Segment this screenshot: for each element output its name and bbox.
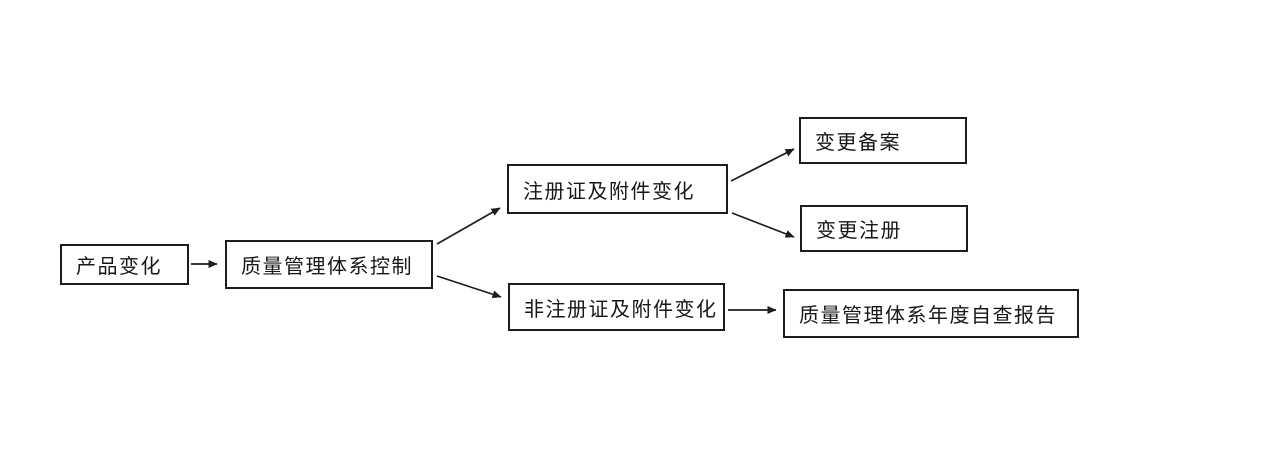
node-non-cert-change: 非注册证及附件变化 bbox=[508, 283, 725, 331]
node-annual-report-label: 质量管理体系年度自查报告 bbox=[799, 305, 1057, 327]
node-non-cert-change-label: 非注册证及附件变化 bbox=[524, 298, 718, 321]
node-change-filing-label: 变更备案 bbox=[815, 132, 901, 154]
node-product-change-label: 产品变化 bbox=[76, 256, 162, 278]
node-cert-change-label: 注册证及附件变化 bbox=[523, 180, 695, 203]
arrow-cert-change-to-change-filing bbox=[730, 148, 795, 182]
arrow-qms-control-to-non-cert-change bbox=[436, 275, 502, 299]
arrow-cert-change-to-change-registration bbox=[731, 212, 795, 238]
arrow-qms-control-to-cert-change bbox=[436, 207, 501, 245]
node-change-filing: 变更备案 bbox=[799, 117, 967, 164]
node-qms-control-label: 质量管理体系控制 bbox=[241, 256, 413, 278]
node-change-registration-label: 变更注册 bbox=[816, 220, 902, 242]
node-cert-change: 注册证及附件变化 bbox=[507, 164, 728, 214]
node-annual-report: 质量管理体系年度自查报告 bbox=[783, 289, 1079, 338]
node-qms-control: 质量管理体系控制 bbox=[225, 240, 433, 289]
node-product-change: 产品变化 bbox=[60, 244, 189, 285]
node-change-registration: 变更注册 bbox=[800, 205, 968, 252]
